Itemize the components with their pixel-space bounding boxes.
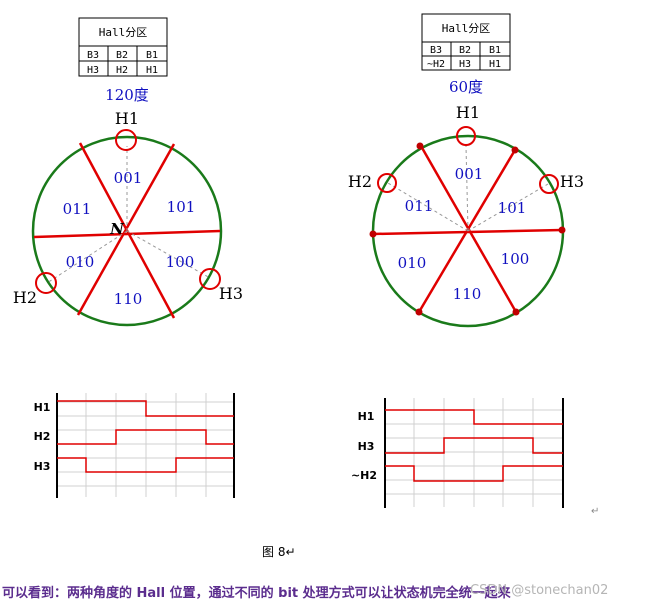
figure-caption: 图 8↵ xyxy=(262,545,296,559)
left-sector-010: 010 xyxy=(66,253,95,271)
left-table-h2: H2 xyxy=(116,65,128,76)
right-table-b1: B1 xyxy=(489,45,501,56)
right-sector-011: 011 xyxy=(405,197,434,215)
right-h3-label: H3 xyxy=(560,172,584,191)
left-boundary-line-2 xyxy=(76,143,176,316)
right-boundary-dot xyxy=(416,142,424,150)
left-table-b1: B1 xyxy=(146,50,158,61)
right-table-b2: B2 xyxy=(459,45,471,56)
left-angle-label: 120度 xyxy=(105,86,149,104)
right-h1-sensor xyxy=(456,126,476,146)
right-angle-label: 60度 xyxy=(449,78,483,96)
left-table-header: Hall分区 xyxy=(99,26,148,39)
left-h2-sensor xyxy=(35,272,57,294)
left-table-h1: H1 xyxy=(146,65,158,76)
watermark: CSDN @stonechan02 xyxy=(470,583,609,598)
right-boundary-dot xyxy=(558,226,566,234)
right-table-b3: B3 xyxy=(430,45,442,56)
left-wave-h2 xyxy=(57,429,234,445)
right-sector-010: 010 xyxy=(398,254,427,272)
left-wave-h1 xyxy=(57,400,234,417)
right-h3-sensor xyxy=(539,174,559,194)
left-h2-dash xyxy=(46,230,128,284)
left-wave-h3 xyxy=(57,457,234,473)
left-h3-sensor xyxy=(199,268,221,290)
left-table-frame xyxy=(78,17,168,77)
paragraph-mark: ↵ xyxy=(591,506,600,517)
left-wave-label-h1: H1 xyxy=(34,401,51,414)
left-h1-sensor xyxy=(115,129,137,151)
left-h3-label: H3 xyxy=(219,284,243,303)
left-table-b3: B3 xyxy=(87,50,99,61)
left-sector-001: 001 xyxy=(114,169,143,187)
right-sector-110: 110 xyxy=(453,285,482,303)
right-h2-sensor xyxy=(377,173,397,193)
left-north-label: N xyxy=(109,220,125,238)
left-table-h3: H3 xyxy=(87,65,99,76)
right-h1-dash xyxy=(465,145,469,232)
right-sector-001: 001 xyxy=(455,165,484,183)
right-sector-100: 100 xyxy=(501,250,530,268)
left-table-b2: B2 xyxy=(116,50,128,61)
right-hall-table: Hall分区 B3 B2 B1 ~H2 H3 H1 xyxy=(421,13,511,71)
right-table-h1: H1 xyxy=(489,59,501,70)
right-h2-label: H2 xyxy=(348,172,372,191)
left-rotor-diagram: H1 H2 H3 N 001 101 100 110 010 011 xyxy=(13,109,243,327)
right-table-header: Hall分区 xyxy=(442,22,491,35)
right-wave-not-h2 xyxy=(385,465,563,482)
right-boundary-dot xyxy=(512,308,520,316)
right-boundary-dot xyxy=(369,230,377,238)
left-wave-label-h3: H3 xyxy=(34,460,51,473)
right-wave-h1 xyxy=(385,409,563,425)
right-wave-h3 xyxy=(385,437,563,454)
right-waveforms: H1 H3 ~H2 xyxy=(351,398,564,508)
right-rotor-diagram: H1 H2 H3 001 101 100 110 010 011 xyxy=(348,103,584,328)
left-hall-table: Hall分区 B3 B2 B1 H3 H2 H1 xyxy=(78,17,168,77)
right-boundary-dot xyxy=(415,308,423,316)
right-wave-label-h1: H1 xyxy=(358,410,375,423)
left-rotor-circle xyxy=(31,135,223,327)
right-boundary-line-3 xyxy=(372,228,563,236)
left-boundary-line-3 xyxy=(33,229,221,239)
left-sector-101: 101 xyxy=(167,198,196,216)
right-table-h3: H3 xyxy=(459,59,471,70)
right-wave-label-not-h2: ~H2 xyxy=(351,469,377,482)
right-h1-label: H1 xyxy=(456,103,480,122)
right-wave-label-h3: H3 xyxy=(358,440,375,453)
left-h3-dash xyxy=(126,230,211,279)
left-sector-011: 011 xyxy=(63,200,92,218)
summary-text: 可以看到：两种角度的 Hall 位置，通过不同的 bit 处理方式可以让状态机完… xyxy=(2,586,511,601)
right-boundary-dot xyxy=(511,146,519,154)
left-waveforms: H1 H2 H3 xyxy=(34,393,235,498)
left-h1-label: H1 xyxy=(115,109,139,128)
left-wave-label-h2: H2 xyxy=(34,430,51,443)
left-sector-100: 100 xyxy=(166,253,195,271)
right-sector-101: 101 xyxy=(498,199,527,217)
right-table-not-h2: ~H2 xyxy=(427,59,445,70)
left-sector-110: 110 xyxy=(114,290,143,308)
left-h2-label: H2 xyxy=(13,288,37,307)
